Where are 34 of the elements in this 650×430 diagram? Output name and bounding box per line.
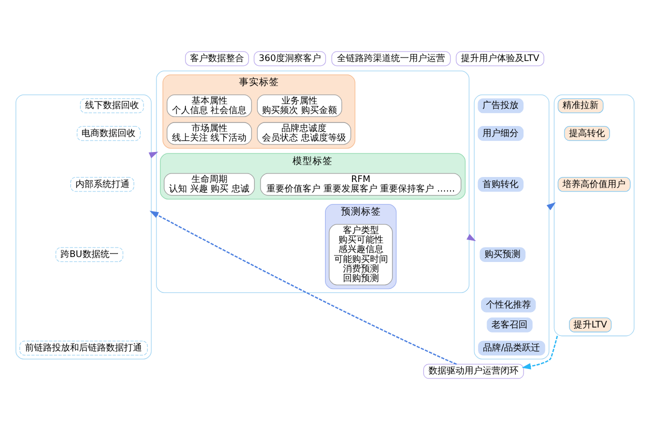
node-box: 客户类型 购买可能性 感兴趣信息 可能购买时间 消费预测 回购预测 [328, 224, 393, 286]
cluster [554, 94, 634, 336]
node-box: 电商数据回收 [76, 126, 141, 141]
node-box: 购买预测 [480, 247, 526, 262]
node-box: 品牌/品类跃迁 [478, 340, 546, 356]
node-box: 品牌忠诚度 会员状态 忠诚度等级 [256, 122, 352, 145]
node-box: 客户数据整合 [185, 51, 249, 66]
cluster [16, 94, 152, 360]
node-box: 精准拉新 [558, 98, 604, 114]
node-box: 广告投放 [478, 98, 524, 114]
node-box: 数据驱动用户运营闭环 [423, 364, 524, 379]
arrow [150, 210, 457, 365]
node-box: 老客召回 [486, 318, 533, 332]
node-box: 首购转化 [478, 176, 524, 192]
node-box: 个性化推荐 [481, 298, 536, 312]
node-box: 提高转化 [564, 126, 610, 141]
node-box: 360度洞察客户 [254, 51, 326, 66]
node-box: 业务属性 购买频次 购买金额 [256, 94, 342, 118]
cluster [474, 94, 550, 360]
cluster [156, 70, 470, 293]
node-box: 培养高价值用户 [558, 176, 631, 192]
node-box: 线下数据回收 [80, 98, 144, 114]
node-box: 全链路跨渠道统一用户运营 [331, 51, 451, 66]
node-box: 生命周期 认知 兴趣 购买 忠诚 [164, 173, 255, 196]
node-box: 跨BU数据统一 [56, 247, 124, 262]
node-box: 市场属性 线上关注 线下活动 [166, 122, 252, 145]
node-box: 前链路投放和后链路数据打通 [19, 340, 148, 356]
node-box: 基本属性 个人信息 社会信息 [166, 94, 252, 118]
node-box: 提升LTV [569, 318, 612, 332]
node-box: 用户细分 [478, 126, 524, 141]
arrow [522, 336, 558, 370]
node-box: RFM 重要价值客户 重要发展客户 重要保持客户 …… [260, 173, 462, 196]
node-box: 内部系统打通 [70, 176, 134, 192]
node-box: 提升用户体验及LTV [456, 51, 544, 66]
